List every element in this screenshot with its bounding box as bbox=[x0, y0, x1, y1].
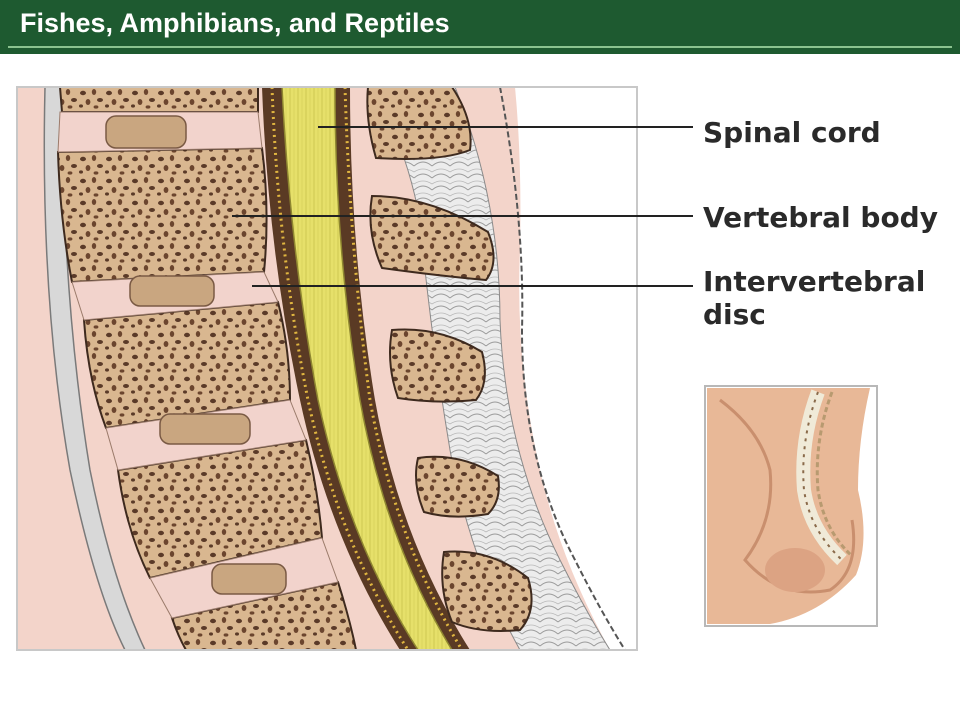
slide-title: Fishes, Amphibians, and Reptiles bbox=[20, 8, 450, 38]
disc-nucleus bbox=[159, 413, 251, 445]
label-intervertebral-disc: Intervertebral disc bbox=[703, 265, 925, 331]
intervertebral-discs bbox=[57, 111, 339, 619]
illustration-frame bbox=[16, 86, 638, 651]
spinal-cord bbox=[281, 87, 453, 650]
spinous-process bbox=[415, 455, 500, 518]
label-spinal-cord: Spinal cord bbox=[703, 116, 881, 149]
label-vertebral-body: Vertebral body bbox=[703, 201, 938, 234]
spinous-process bbox=[441, 550, 533, 632]
header-divider bbox=[8, 46, 952, 48]
vertebral-body bbox=[58, 87, 259, 113]
main-illustration bbox=[17, 87, 637, 650]
label-intervertebral-disc-line1: Intervertebral bbox=[703, 265, 926, 298]
disc-nucleus bbox=[129, 275, 215, 307]
vertebral-bodies bbox=[56, 87, 358, 650]
spinous-processes bbox=[366, 87, 533, 632]
header-bar: Fishes, Amphibians, and Reptiles bbox=[0, 0, 960, 54]
label-intervertebral-disc-line2: disc bbox=[703, 298, 766, 331]
disc-nucleus bbox=[211, 563, 287, 595]
anterior-ligament bbox=[43, 87, 146, 650]
spinous-process bbox=[389, 328, 486, 403]
disc-nucleus bbox=[105, 115, 187, 149]
spinous-process bbox=[366, 87, 472, 160]
inset-body-illustration bbox=[704, 385, 878, 627]
